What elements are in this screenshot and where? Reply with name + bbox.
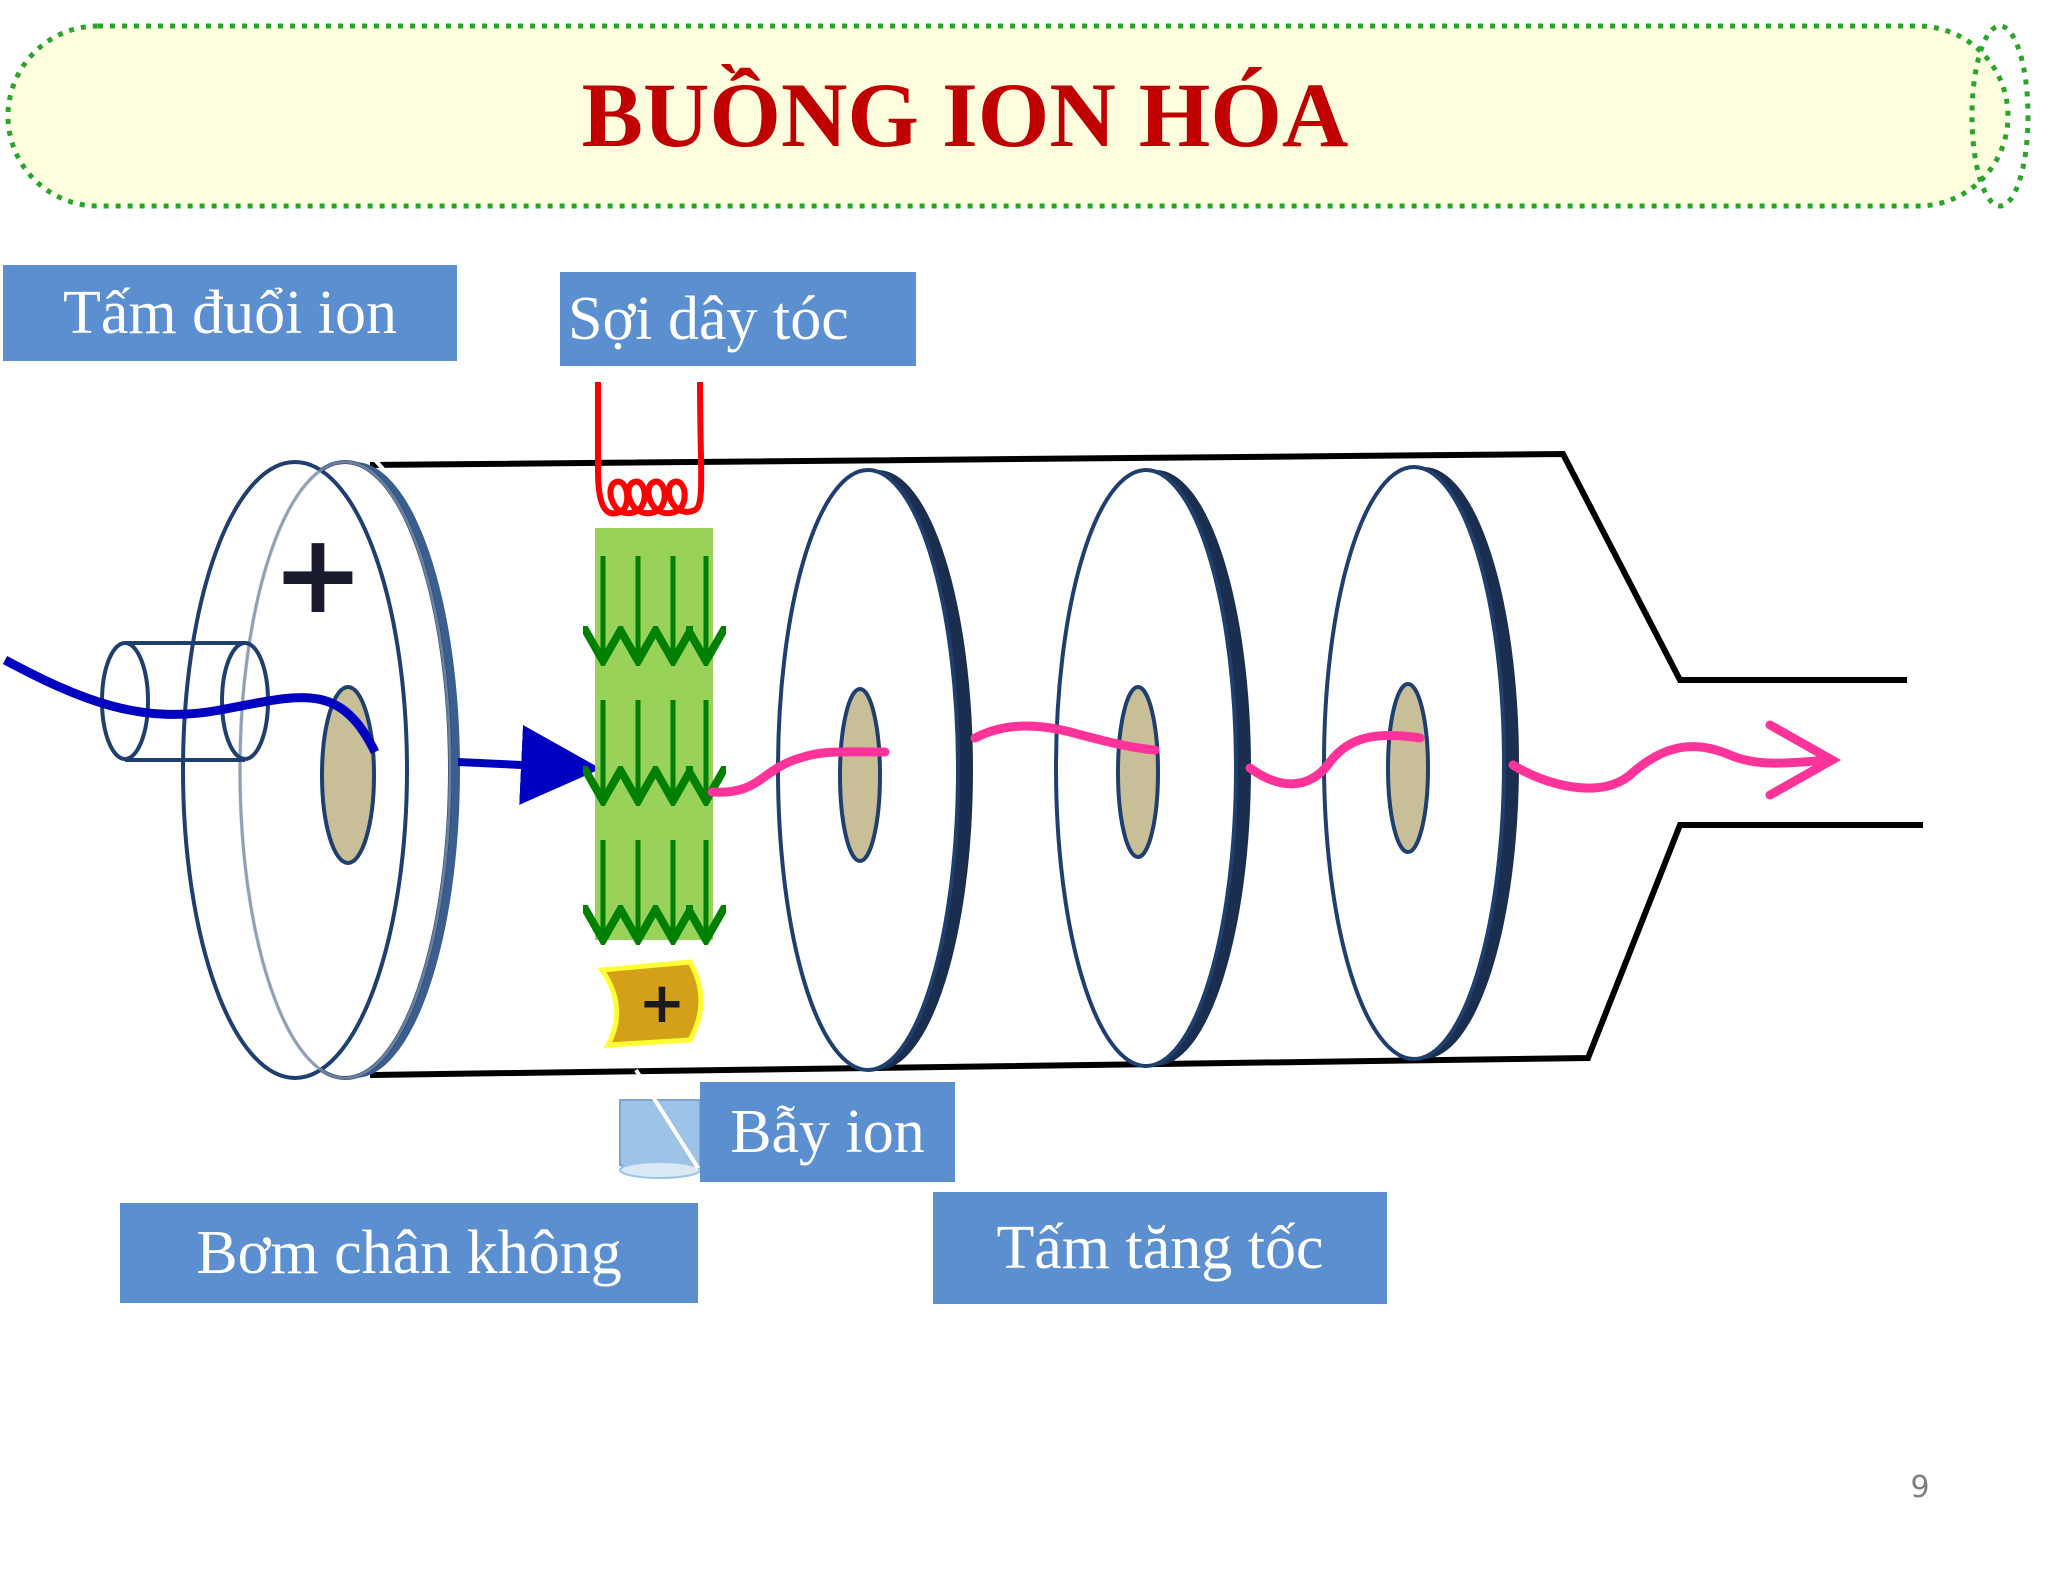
label-accelerator-plate: Tấm tăng tốc [933,1192,1387,1304]
label-ion-trap: Bẫy ion [700,1082,955,1182]
accelerator-plate-2 [1054,468,1251,1068]
electron-direction-arrow [457,725,601,805]
accelerator-aperture-1 [838,687,882,863]
title-banner: BUỒNG ION HÓA [5,23,2031,209]
electron-beam [595,528,713,940]
label-vacuum-pump: Bơm chân không [120,1203,698,1303]
page-title: BUỒNG ION HÓA [582,64,1349,166]
repeller-plus-sign: + [272,510,364,638]
vacuum-pump-icon [619,1068,701,1179]
sample-inlet-path [2,656,601,805]
tube-bottom-edge [369,822,1923,1078]
page-number: 9 [1910,1470,1930,1505]
electron-inlet-tube [100,641,270,762]
accelerator-plate-1 [776,468,973,1072]
accelerator-plate-3 [1322,465,1519,1061]
tube-top-edge [369,450,1907,683]
ion-trap-icon: + [597,959,704,1048]
repeller-plate: + [181,458,460,1080]
filament-icon [595,381,705,517]
accelerator-aperture-2 [1116,685,1160,859]
accelerator-aperture-3 [1386,682,1430,854]
ion-beam-path [707,720,1842,800]
label-filament: Sợi dây tóc [560,272,916,366]
chamber-tube [369,450,1923,1078]
ion-trap-plus-sign: + [639,971,686,1036]
ion-beam-arrowhead [1765,720,1842,800]
label-repeller-plate: Tấm đuổi ion [3,265,457,361]
